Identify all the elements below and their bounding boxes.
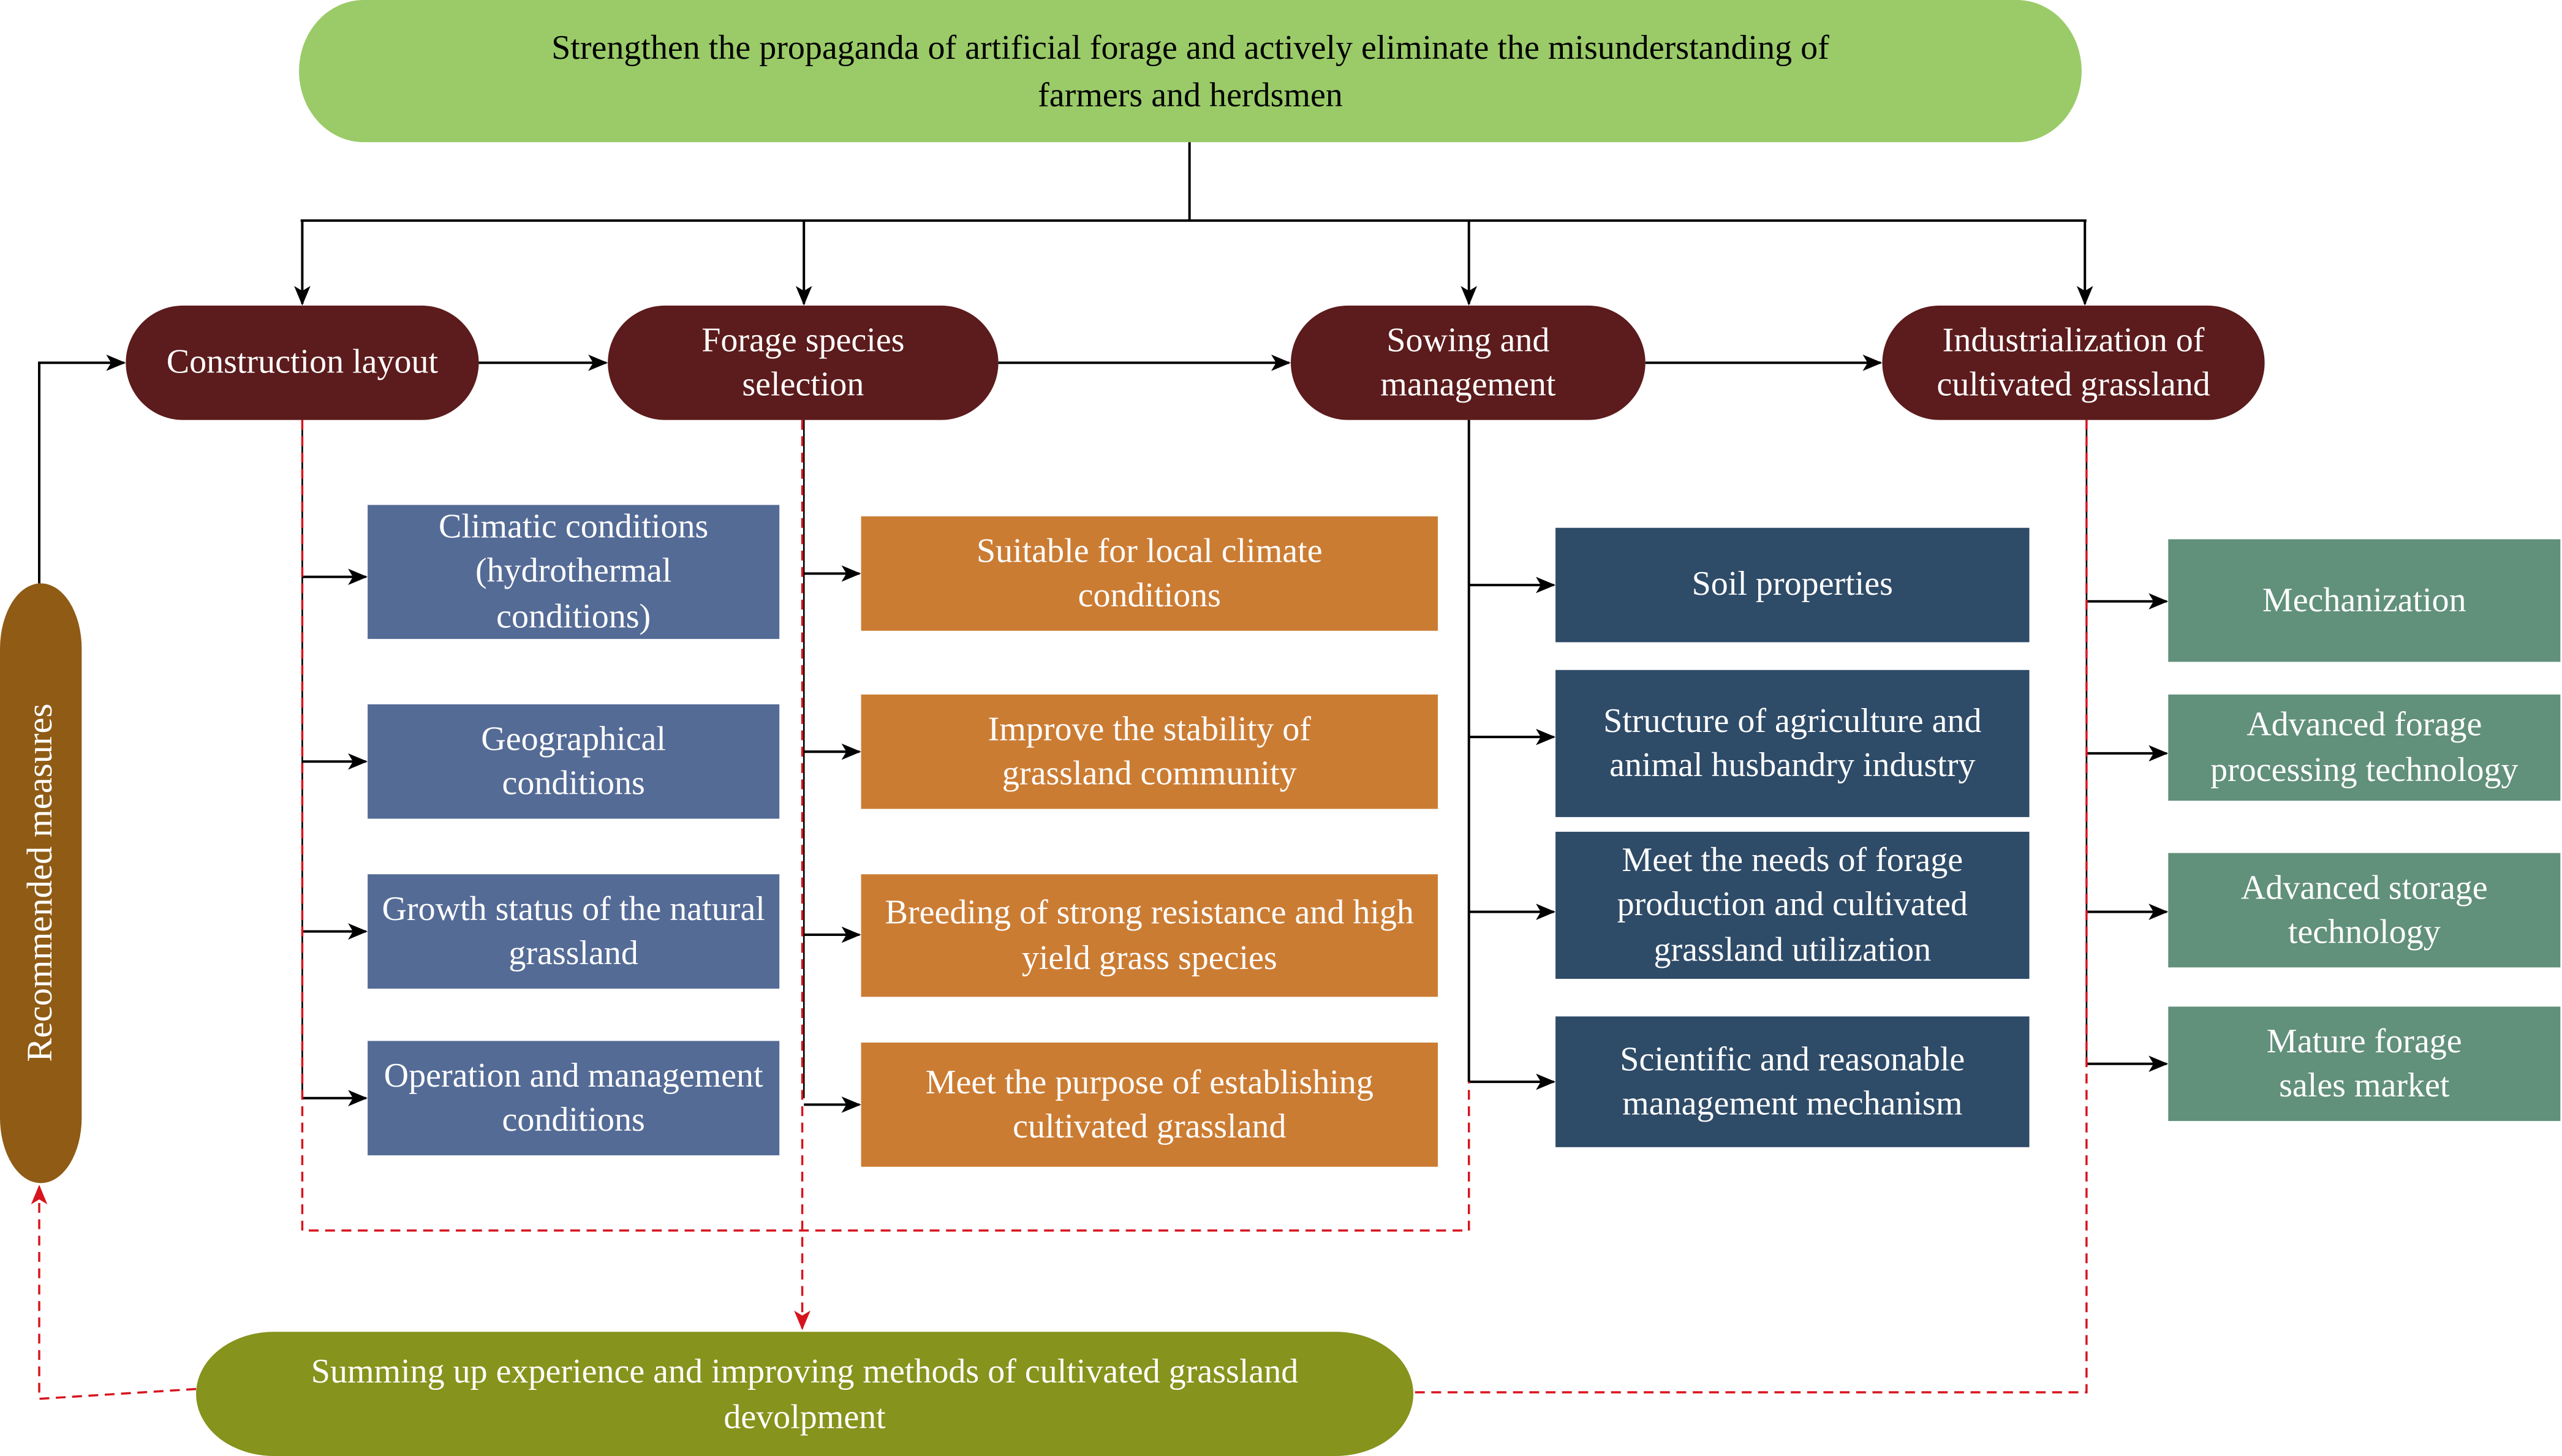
step-sowing-and-management: Sowing and management bbox=[1291, 305, 1646, 420]
factor-text: Improve the stability of grassland commu… bbox=[988, 709, 1311, 793]
factor-text: Advanced forage processing technology bbox=[2210, 704, 2519, 789]
factor-text: Meet the needs of forage production and … bbox=[1617, 840, 1968, 969]
factor-text: Soil properties bbox=[1691, 564, 1893, 604]
top-goal-text: Strengthen the propaganda of artificial … bbox=[551, 28, 1829, 114]
step-forage-species-selection: Forage species selection bbox=[608, 305, 999, 420]
factor-box: Meet the purpose of establishing cultiva… bbox=[861, 1043, 1438, 1167]
factor-box: Growth status of the natural grassland bbox=[368, 874, 780, 989]
factor-text: Growth status of the natural grassland bbox=[382, 888, 765, 973]
factor-text: Structure of agriculture and animal husb… bbox=[1603, 700, 1982, 785]
step-industrialization: Industrialization of cultivated grasslan… bbox=[1882, 305, 2265, 420]
step-label: Forage species selection bbox=[701, 320, 905, 404]
summary-to-recommended-arrow bbox=[31, 1185, 197, 1400]
factor-text: Breeding of strong resistance and high y… bbox=[885, 892, 1414, 977]
feedback-path-right-group bbox=[1415, 420, 2088, 1394]
factor-text: Mechanization bbox=[2262, 579, 2466, 619]
side-to-step1-arrow bbox=[38, 354, 126, 584]
factor-text: Operation and management conditions bbox=[384, 1055, 763, 1139]
step-label: Construction layout bbox=[166, 342, 439, 382]
factor-box: Geographical conditions bbox=[368, 704, 780, 819]
factor-box: Soil properties bbox=[1555, 527, 2030, 643]
feedback-path-left-group bbox=[301, 420, 1470, 1232]
recommended-measures-text: Recommended measures bbox=[19, 704, 61, 1063]
factor-text: Mature forage sales market bbox=[2266, 1020, 2462, 1105]
factor-box: Advanced storage technology bbox=[2168, 853, 2561, 968]
summary-feedback-text: Summing up experience and improving meth… bbox=[311, 1351, 1299, 1436]
factor-box: Breeding of strong resistance and high y… bbox=[861, 874, 1438, 997]
factor-box: Operation and management conditions bbox=[368, 1041, 780, 1156]
summary-feedback-pill: Summing up experience and improving meth… bbox=[196, 1332, 1414, 1456]
factor-text: Suitable for local climate conditions bbox=[977, 530, 1323, 615]
factor-box: Scientific and reasonable management mec… bbox=[1555, 1016, 2030, 1147]
step-label: Industrialization of cultivated grasslan… bbox=[1937, 320, 2210, 404]
factor-box: Improve the stability of grassland commu… bbox=[861, 694, 1438, 809]
factor-text: Climatic conditions (hydrothermal condit… bbox=[438, 507, 709, 635]
factor-text: Geographical conditions bbox=[481, 719, 667, 802]
factor-text: Meet the purpose of establishing cultiva… bbox=[925, 1062, 1374, 1146]
factor-box: Mature forage sales market bbox=[2168, 1006, 2561, 1122]
factor-text: Scientific and reasonable management mec… bbox=[1620, 1038, 1965, 1123]
factor-box: Suitable for local climate conditions bbox=[861, 516, 1438, 631]
factor-box: Climatic conditions (hydrothermal condit… bbox=[368, 505, 780, 639]
factor-text: Advanced storage technology bbox=[2240, 867, 2488, 951]
factor-box: Meet the needs of forage production and … bbox=[1555, 831, 2030, 979]
recommended-measures-pill: Recommended measures bbox=[0, 583, 82, 1183]
factor-box: Advanced forage processing technology bbox=[2168, 694, 2561, 801]
factor-box: Mechanization bbox=[2168, 539, 2561, 662]
factor-box: Structure of agriculture and animal husb… bbox=[1555, 670, 2030, 817]
top-goal-banner: Strengthen the propaganda of artificial … bbox=[299, 0, 2082, 143]
step-label: Sowing and management bbox=[1380, 320, 1556, 404]
step-construction-layout: Construction layout bbox=[126, 305, 479, 420]
